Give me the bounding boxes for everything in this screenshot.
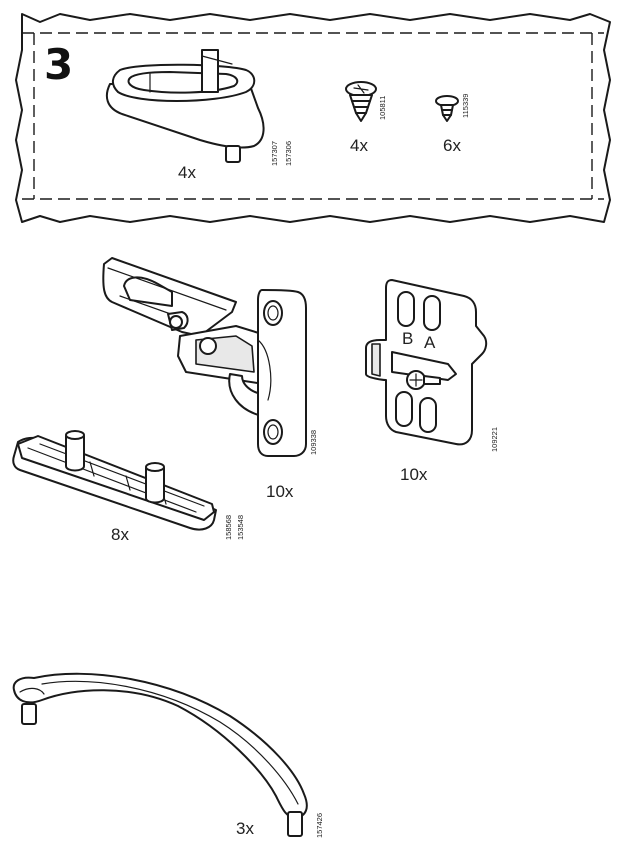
rail-bracket-part [12, 430, 217, 531]
small-screw-part [345, 81, 377, 122]
rail-bracket-code-2: 153548 [236, 515, 245, 540]
cam-housing-code-2: 157306 [284, 141, 293, 166]
cam-housing-part [105, 49, 265, 163]
handle-qty: 3x [236, 819, 254, 838]
hinge-qty: 10x [266, 482, 294, 501]
small-screw-qty: 4x [350, 136, 368, 155]
small-screw-code: 105811 [378, 96, 387, 120]
tiny-screw-qty: 6x [443, 136, 461, 155]
parts-bag [15, 13, 611, 223]
rail-bracket-qty: 8x [111, 525, 129, 544]
hinge-code: 109338 [309, 430, 318, 455]
tiny-screw-part [435, 95, 459, 122]
plate-letter-b: B [402, 329, 413, 348]
step-number: 3 [44, 40, 73, 89]
mount-plate-qty: 10x [400, 465, 428, 484]
hinge-part [102, 257, 307, 457]
mount-plate-code: 109221 [490, 427, 499, 452]
plate-letter-a: A [424, 333, 436, 352]
rail-bracket-code-1: 158568 [224, 515, 233, 540]
handle-code: 157426 [315, 813, 324, 838]
cam-housing-qty: 4x [178, 163, 196, 182]
cam-housing-code-1: 157307 [270, 141, 279, 166]
mounting-plate-part [365, 279, 488, 446]
handle-part [12, 672, 308, 837]
tiny-screw-code: 115339 [461, 94, 470, 118]
